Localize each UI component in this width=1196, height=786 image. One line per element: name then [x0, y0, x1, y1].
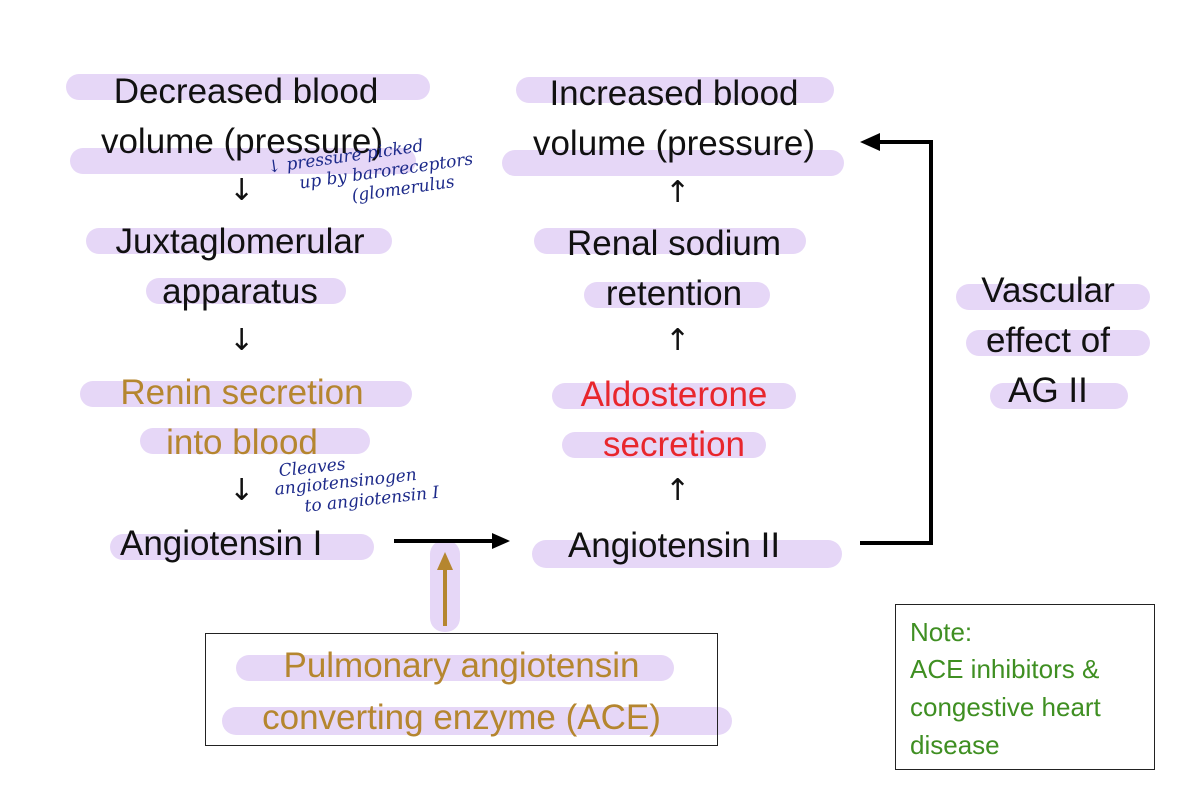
highlight-stroke: [990, 383, 1128, 409]
renin-secretion-line2: into blood: [166, 423, 318, 462]
up-arrow-icon: ↑: [665, 175, 691, 210]
aldosterone-line2: secretion: [602, 425, 746, 464]
down-arrow-icon: ↓: [229, 323, 255, 358]
down-arrow-icon: ↓: [229, 473, 255, 508]
highlight-stroke: [222, 707, 732, 735]
note-title: Note:: [910, 617, 973, 647]
vascular-effect-arrowhead: [860, 133, 880, 151]
highlight-stroke: [516, 77, 834, 103]
vascular-effect-line3: AG II: [1008, 371, 1088, 410]
down-arrow-icon: ↓: [229, 173, 255, 208]
vascular-effect-line2: effect of: [986, 321, 1110, 360]
note-box: [895, 604, 1155, 770]
highlight-stroke: [80, 381, 412, 407]
decreased-blood-volume-line1: Decreased blood: [113, 72, 379, 111]
note-line: disease: [910, 730, 1000, 760]
renal-sodium-line1: Renal sodium: [567, 224, 781, 263]
ace-line2: converting enzyme (ACE): [262, 698, 661, 737]
juxtaglomerular-line2: apparatus: [162, 272, 318, 311]
angiotensin-1: Angiotensin I: [120, 524, 323, 563]
ace-line1: Pulmonary angiotensin: [283, 646, 640, 685]
conversion-arrowhead: [492, 533, 510, 549]
highlight-stroke: [146, 278, 346, 304]
highlight-stroke: [70, 148, 416, 174]
highlight-stroke: [584, 282, 770, 308]
up-arrow-icon: ↑: [665, 473, 691, 508]
increased-blood-volume-line1: Increased blood: [549, 74, 799, 113]
vascular-effect-path: [860, 140, 933, 545]
highlight-stroke: [86, 228, 392, 254]
highlight-stroke: [552, 383, 796, 409]
highlight-stroke: [562, 432, 766, 458]
ace-arrowhead: [437, 552, 453, 570]
vascular-effect-line1: Vascular: [981, 271, 1115, 310]
aldosterone-line1: Aldosterone: [580, 375, 768, 414]
note-line: congestive heart: [910, 692, 1101, 722]
renin-secretion-line1: Renin secretion: [120, 373, 364, 412]
highlight-stroke: [966, 330, 1150, 356]
increased-blood-volume-line2: volume (pressure): [532, 124, 816, 163]
ace-box: [205, 633, 718, 746]
highlight-stroke: [502, 150, 844, 176]
highlight-stroke: [534, 228, 806, 254]
renal-sodium-line2: retention: [605, 274, 743, 313]
up-arrow-icon: ↑: [665, 323, 691, 358]
juxtaglomerular-line1: Juxtaglomerular: [115, 222, 365, 261]
highlight-stroke: [140, 428, 370, 454]
highlight-stroke: [66, 74, 430, 100]
note-line: ACE inhibitors &: [910, 654, 1100, 684]
highlight-stroke: [110, 534, 374, 560]
highlight-stroke: [236, 655, 674, 681]
highlight-stroke: [956, 284, 1150, 310]
decreased-blood-volume-line2: volume (pressure): [100, 122, 384, 161]
highlight-stroke: [532, 540, 842, 568]
angiotensin-2: Angiotensin II: [567, 526, 781, 565]
